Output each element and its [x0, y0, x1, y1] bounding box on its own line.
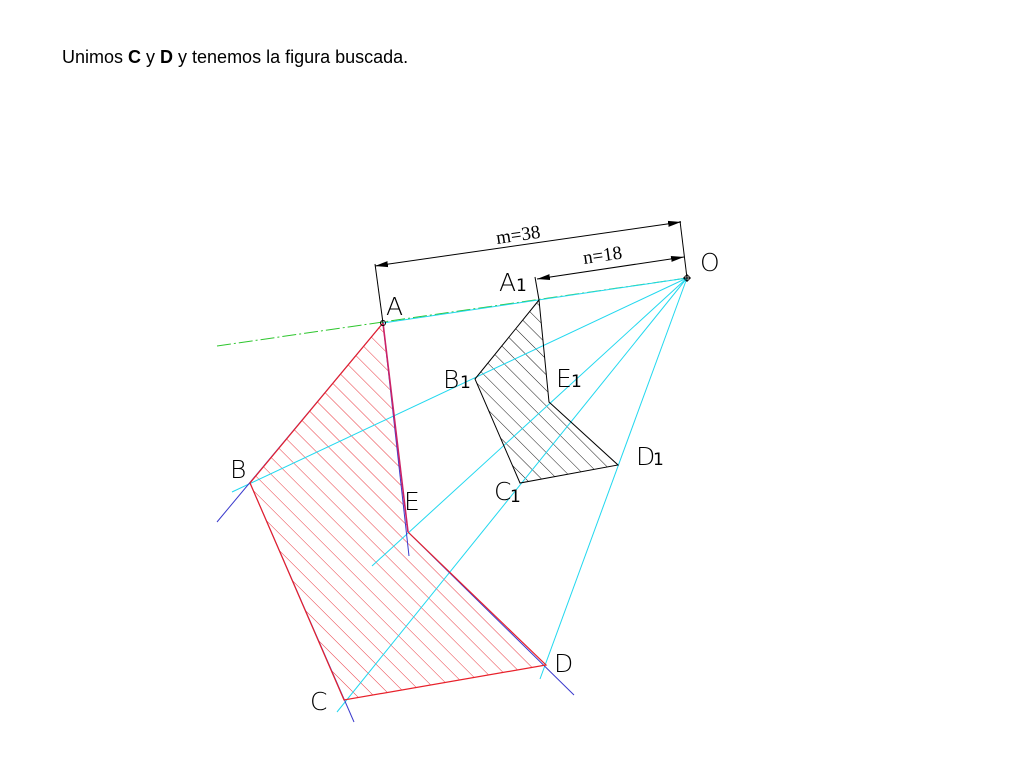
ray-to-b: [231, 277, 688, 493]
label-d: D: [554, 649, 573, 678]
label-b1-index: 1: [460, 373, 471, 393]
dimension-m-label: m=38: [495, 222, 542, 249]
label-c1-index: 1: [510, 487, 521, 507]
label-b: B: [230, 455, 246, 484]
ray-to-c: [336, 277, 688, 713]
label-o: O: [700, 248, 720, 277]
label-c: C: [310, 687, 327, 716]
ray-to-e: [371, 277, 688, 567]
ray-to-d: [539, 277, 688, 680]
transformed-figure-outline: [474, 298, 620, 484]
label-a1-index: 1: [516, 276, 527, 296]
ray-to-a: [382, 277, 688, 324]
caption-bold-d: D: [160, 47, 174, 67]
label-e: E: [404, 487, 420, 516]
label-c1: C: [494, 477, 511, 506]
dimension-n: [534, 255, 685, 301]
caption-suffix: y tenemos la figura buscada.: [173, 47, 409, 67]
reference-line: [216, 277, 688, 347]
caption-prefix: Unimos: [62, 47, 129, 67]
caption-bold-c: C: [128, 47, 142, 67]
label-b1: B: [443, 365, 459, 394]
dimension-m: [374, 220, 688, 324]
segment-ae: [382, 322, 409, 533]
original-figure-fill: [250, 323, 546, 700]
slide-caption: Unimos C y D y tenemos la figura buscada…: [62, 47, 408, 68]
label-a: A: [386, 292, 403, 321]
label-a1: A: [499, 268, 516, 297]
transformed-figure-fill: [475, 300, 618, 483]
label-e1: E: [556, 364, 572, 393]
point-markers: [380, 274, 691, 326]
dimension-n-label: n=18: [582, 243, 624, 269]
point-a-marker: [380, 320, 386, 326]
label-e1-index: 1: [571, 372, 582, 392]
projection-rays: [231, 277, 688, 713]
original-figure-outline: [249, 322, 548, 701]
caption-middle: y: [141, 47, 161, 67]
label-d1-index: 1: [653, 450, 664, 470]
label-d1: D: [636, 442, 655, 471]
